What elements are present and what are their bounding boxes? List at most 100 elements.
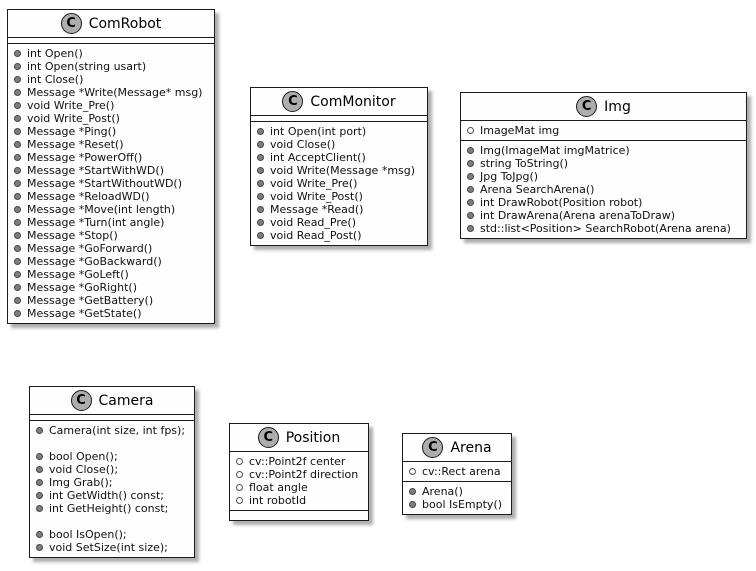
method-visibility-icon [36, 531, 43, 538]
method-visibility-icon [257, 232, 264, 239]
method-text: Message *Reset() [27, 138, 124, 151]
field-text: ImageMat img [480, 124, 560, 137]
method-visibility-icon [257, 193, 264, 200]
method-visibility-icon [14, 76, 21, 83]
field-row: float angle [230, 481, 368, 494]
method-text: int Close() [27, 73, 84, 86]
method-row: void Write_Pre() [251, 177, 427, 190]
methods-compartment: int Open(int port)void Close()int Accept… [251, 122, 427, 245]
method-visibility-icon [14, 167, 21, 174]
method-row: Message *GoRight() [8, 281, 214, 294]
method-visibility-icon [257, 206, 264, 213]
method-text: Message *GetState() [27, 307, 142, 320]
method-row: int GetHeight() const; [30, 502, 194, 515]
field-visibility-icon [236, 458, 243, 465]
method-visibility-icon [257, 180, 264, 187]
method-visibility-icon [36, 492, 43, 499]
class-icon: C [257, 427, 279, 448]
class-title-bar: C Position [230, 424, 368, 452]
method-visibility-icon [14, 115, 21, 122]
methods-compartment: Camera(int size, int fps);bool Open();vo… [30, 421, 194, 557]
methods-compartment: Img(ImageMat imgMatrice)string ToString(… [461, 141, 746, 238]
method-text: void Close() [270, 138, 336, 151]
method-text: Message *Ping() [27, 125, 117, 138]
method-visibility-icon [14, 128, 21, 135]
method-visibility-icon [14, 245, 21, 252]
method-text: int AcceptClient() [270, 151, 366, 164]
method-row: Arena SearchArena() [461, 183, 746, 196]
method-text: void SetSize(int size); [49, 541, 168, 554]
method-text: Arena() [422, 485, 463, 498]
field-text: cv::Rect arena [422, 465, 501, 478]
method-visibility-icon [257, 141, 264, 148]
method-text: Message *StartWithWD() [27, 164, 164, 177]
method-visibility-icon [14, 50, 21, 57]
method-text: int GetHeight() const; [49, 502, 169, 515]
method-visibility-icon [14, 271, 21, 278]
method-row: Message *Reset() [8, 138, 214, 151]
class-icon: C [576, 96, 598, 117]
fields-compartment: ImageMat img [461, 121, 746, 141]
class-name: ComRobot [88, 15, 162, 32]
method-text: Jpg ToJpg() [480, 170, 539, 183]
method-visibility-icon [257, 219, 264, 226]
method-text: Message *Write(Message* msg) [27, 86, 203, 99]
field-visibility-icon [467, 127, 474, 134]
blank-line [30, 515, 194, 528]
field-visibility-icon [409, 468, 416, 475]
class-name: Arena [450, 439, 492, 456]
method-visibility-icon [14, 284, 21, 291]
field-row: cv::Point2f center [230, 455, 368, 468]
method-row: string ToString() [461, 157, 746, 170]
method-row: Message *GoLeft() [8, 268, 214, 281]
method-visibility-icon [467, 199, 474, 206]
class-icon: C [282, 91, 304, 112]
field-row: int robotId [230, 494, 368, 507]
method-row: int DrawRobot(Position robot) [461, 196, 746, 209]
method-row: Jpg ToJpg() [461, 170, 746, 183]
method-visibility-icon [467, 173, 474, 180]
method-visibility-icon [467, 147, 474, 154]
field-row: cv::Rect arena [403, 465, 511, 478]
method-text: void Write_Pre() [27, 99, 115, 112]
fields-compartment [251, 116, 427, 122]
method-visibility-icon [14, 193, 21, 200]
field-text: cv::Point2f direction [249, 468, 359, 481]
method-row: Arena() [403, 485, 511, 498]
method-text: Message *GoBackward() [27, 255, 162, 268]
method-text: int DrawRobot(Position robot) [480, 196, 643, 209]
method-visibility-icon [257, 128, 264, 135]
method-text: void Read_Post() [270, 229, 362, 242]
method-visibility-icon [467, 186, 474, 193]
method-text: int Open(string usart) [27, 60, 147, 73]
method-row: Message *StartWithoutWD() [8, 177, 214, 190]
methods-compartment: Arena()bool IsEmpty() [403, 482, 511, 514]
method-row: void Read_Pre() [251, 216, 427, 229]
method-row: int Close() [8, 73, 214, 86]
blank-line [30, 437, 194, 450]
method-row: Camera(int size, int fps); [30, 424, 194, 437]
method-visibility-icon [14, 180, 21, 187]
method-text: void Write(Message *msg) [270, 164, 416, 177]
field-text: int robotId [249, 494, 307, 507]
method-text: Message *Move(int length) [27, 203, 176, 216]
field-row: ImageMat img [461, 124, 746, 137]
class-name: Position [285, 429, 341, 446]
method-visibility-icon [14, 63, 21, 70]
method-visibility-icon [14, 258, 21, 265]
method-row: void SetSize(int size); [30, 541, 194, 554]
class-icon: C [70, 390, 92, 411]
method-visibility-icon [36, 479, 43, 486]
method-text: void Write_Post() [270, 190, 363, 203]
field-visibility-icon [236, 471, 243, 478]
method-text: int GetWidth() const; [49, 489, 164, 502]
